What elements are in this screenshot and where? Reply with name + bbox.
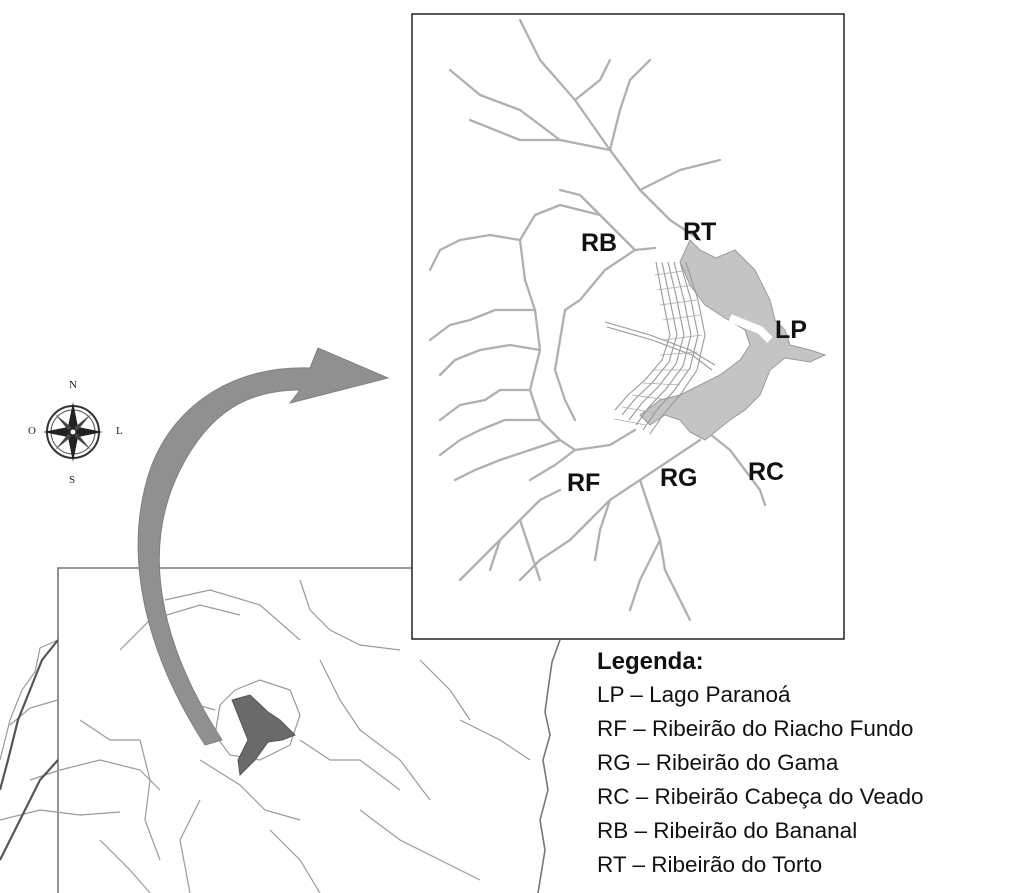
legend-name: Ribeirão do Torto <box>651 852 823 877</box>
compass-west-label: O <box>28 425 36 437</box>
legend-item: RF – Ribeirão do Riacho Fundo <box>597 716 914 741</box>
df-lake <box>231 694 296 777</box>
legend-code: RG <box>597 750 631 775</box>
legend-name: Ribeirão Cabeça do Veado <box>654 784 924 809</box>
map-label-rt: RT <box>683 218 717 246</box>
plano-piloto <box>604 261 716 435</box>
legend-code: RT <box>597 852 627 877</box>
map-label-rc: RC <box>748 458 785 486</box>
legend-code: RF <box>597 716 627 741</box>
map-label-rg: RG <box>660 464 698 492</box>
distrito-federal-map <box>57 567 561 893</box>
legend-item: LP – Lago Paranoá <box>597 682 791 707</box>
map-legend: Legenda: LP – Lago Paranoá RF – Ribeirão… <box>597 648 923 882</box>
compass-south-label: S <box>69 474 76 486</box>
legend-name: Ribeirão do Riacho Fundo <box>652 716 914 741</box>
legend-name: Lago Paranoá <box>649 682 791 707</box>
legend-code: RB <box>597 818 629 843</box>
compass-east-label: L <box>116 425 123 437</box>
legend-item: RB – Ribeirão do Bananal <box>597 818 858 843</box>
compass-rose-icon <box>43 402 103 462</box>
legend-name: Ribeirão do Gama <box>655 750 839 775</box>
lago-paranoa <box>639 239 827 441</box>
compass-north-label: N <box>69 379 77 391</box>
map-label-rb: RB <box>581 229 618 257</box>
plano-piloto-ticks <box>613 269 703 426</box>
legend-name: Ribeirão do Bananal <box>653 818 858 843</box>
legend-code: RC <box>597 784 630 809</box>
legend-item: RT – Ribeirão do Torto <box>597 852 823 877</box>
river-network <box>428 18 767 622</box>
region-boundaries <box>0 579 531 893</box>
map-label-lp: LP <box>775 316 807 344</box>
df-west-edge <box>0 639 59 861</box>
map-label-rf: RF <box>567 469 601 497</box>
pointer-arrow <box>137 347 390 746</box>
legend-title: Legenda: <box>597 648 704 675</box>
legend-code: LP <box>597 682 625 707</box>
legend-item: RG – Ribeirão do Gama <box>597 750 839 775</box>
legend-item: RC – Ribeirão Cabeça do Veado <box>597 784 924 809</box>
